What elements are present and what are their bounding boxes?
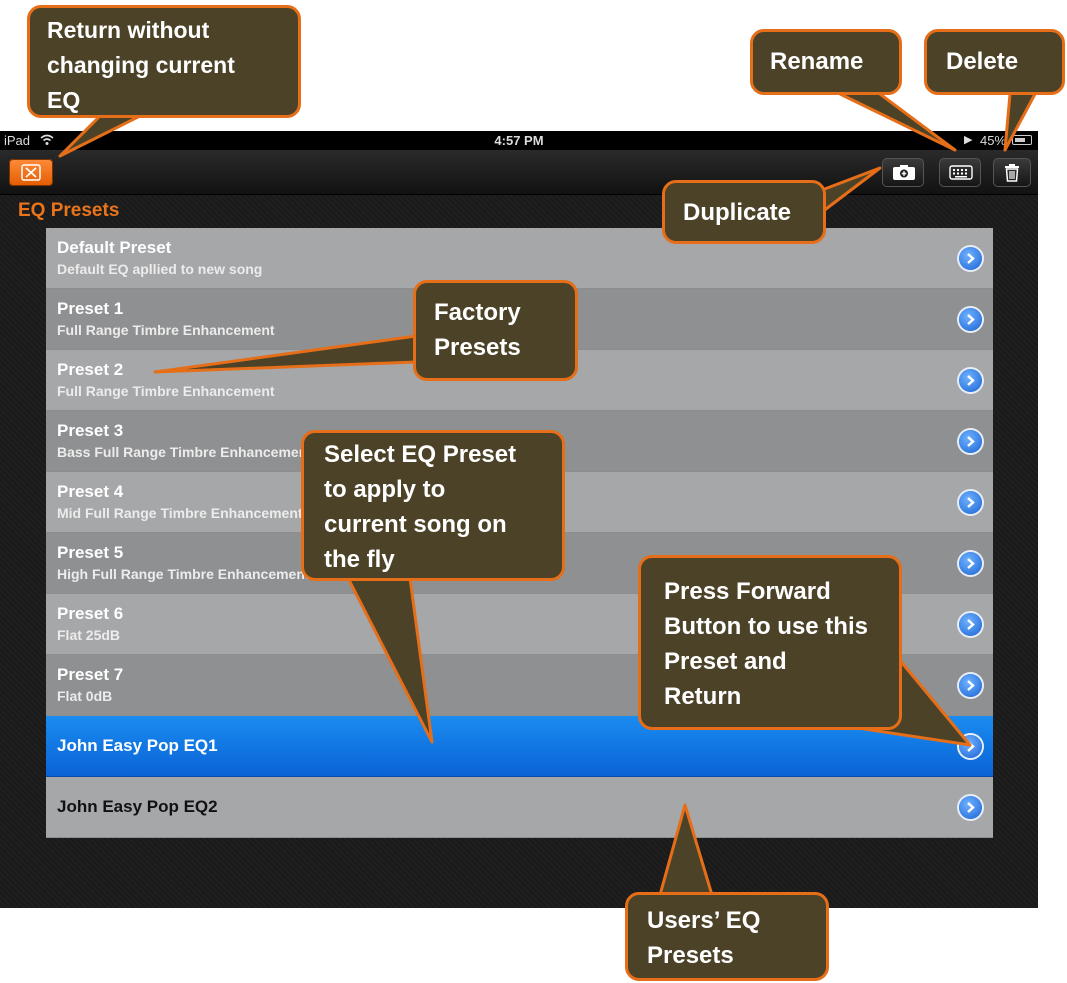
- status-bar: iPad 4:57 PM ▶ 45%: [0, 131, 1038, 150]
- callout-line: current song on: [324, 511, 507, 538]
- preset-description: Mid Full Range Timbre Enhancement: [57, 505, 303, 521]
- preset-description: High Full Range Timbre Enhancement: [57, 566, 310, 582]
- chevron-right-icon: [967, 802, 975, 813]
- preset-list: Default Preset Default EQ apllied to new…: [46, 228, 993, 838]
- preset-name: Preset 2: [57, 360, 124, 379]
- callout-line: Duplicate: [683, 199, 792, 226]
- forward-button[interactable]: [959, 491, 982, 514]
- close-icon: [21, 164, 41, 181]
- preset-description: Default EQ apllied to new song: [57, 261, 263, 277]
- callout-line: Factory: [434, 299, 521, 326]
- chevron-right-icon: [967, 436, 975, 447]
- preset-name: Preset 6: [57, 604, 124, 623]
- callout-line: Select EQ Preset: [324, 441, 517, 468]
- list-item[interactable]: Default Preset Default EQ apllied to new…: [46, 228, 993, 289]
- wifi-icon: [40, 134, 54, 145]
- preset-name: Preset 3: [57, 421, 124, 440]
- chevron-right-icon: [967, 619, 975, 630]
- chevron-right-icon: [967, 558, 975, 569]
- delete-button[interactable]: [993, 158, 1031, 187]
- forward-button[interactable]: [959, 613, 982, 636]
- callout-return: Return without changing current EQ: [27, 5, 301, 118]
- preset-description: Flat 0dB: [57, 688, 113, 704]
- chevron-right-icon: [967, 680, 975, 691]
- callout-duplicate: Duplicate: [662, 180, 826, 244]
- preset-name: John Easy Pop EQ2: [57, 797, 218, 816]
- close-button[interactable]: [9, 159, 53, 186]
- preset-name: Default Preset: [57, 238, 172, 257]
- trash-icon: [1005, 164, 1019, 182]
- forward-button[interactable]: [959, 552, 982, 575]
- forward-button[interactable]: [959, 247, 982, 270]
- callout-line: EQ: [47, 87, 81, 113]
- callout-delete: Delete: [924, 29, 1065, 95]
- chevron-right-icon: [967, 375, 975, 386]
- preset-description: Flat 25dB: [57, 627, 121, 643]
- callout-line: Presets: [647, 942, 734, 969]
- rename-button[interactable]: [939, 158, 981, 187]
- callout-line: Delete: [946, 48, 1019, 75]
- callout-line: Preset and: [664, 648, 787, 675]
- duplicate-icon: [893, 165, 915, 180]
- callout-line: Presets: [434, 334, 521, 361]
- callout-line: changing current: [47, 52, 235, 78]
- keyboard-icon: [949, 165, 973, 180]
- play-indicator-icon: ▶: [964, 134, 973, 146]
- preset-name: John Easy Pop EQ1: [57, 736, 218, 755]
- forward-button[interactable]: [959, 430, 982, 453]
- chevron-right-icon: [967, 253, 975, 264]
- status-time: 4:57 PM: [494, 133, 544, 148]
- callout-line: Press Forward: [664, 578, 831, 605]
- preset-name: Preset 4: [57, 482, 124, 501]
- toolbar: [0, 150, 1038, 195]
- callout-line: Rename: [770, 48, 864, 75]
- callout-line: the fly: [324, 546, 395, 573]
- preset-description: Bass Full Range Timbre Enhancement: [57, 444, 312, 460]
- chevron-right-icon: [967, 497, 975, 508]
- preset-name: Preset 1: [57, 299, 124, 318]
- callout-rename: Rename: [750, 29, 902, 95]
- callout-line: Return: [664, 683, 742, 710]
- forward-button[interactable]: [959, 369, 982, 392]
- callout-forward-button: Press Forward Button to use this Preset …: [638, 555, 902, 730]
- preset-description: Full Range Timbre Enhancement: [57, 383, 275, 399]
- forward-button[interactable]: [959, 308, 982, 331]
- forward-button[interactable]: [959, 674, 982, 697]
- callout-factory-presets: Factory Presets: [413, 280, 578, 381]
- forward-button[interactable]: [959, 796, 982, 819]
- callout-users-presets: Users’ EQ Presets: [625, 892, 829, 981]
- chevron-right-icon: [967, 314, 975, 325]
- list-item[interactable]: John Easy Pop EQ2: [46, 777, 993, 838]
- callout-select-preset: Select EQ Preset to apply to current son…: [301, 430, 565, 581]
- preset-description: Full Range Timbre Enhancement: [57, 322, 275, 338]
- section-title: EQ Presets: [18, 200, 120, 221]
- preset-name: Preset 7: [57, 665, 124, 684]
- preset-name: Preset 5: [57, 543, 124, 562]
- callout-line: to apply to: [324, 476, 446, 503]
- carrier-label: iPad: [4, 133, 31, 148]
- battery-percent: 45%: [980, 133, 1007, 148]
- callout-line: Button to use this: [664, 613, 868, 640]
- duplicate-button[interactable]: [882, 158, 924, 187]
- callout-line: Users’ EQ: [647, 907, 761, 934]
- battery-icon: [1012, 135, 1032, 145]
- callout-line: Return without: [47, 17, 210, 43]
